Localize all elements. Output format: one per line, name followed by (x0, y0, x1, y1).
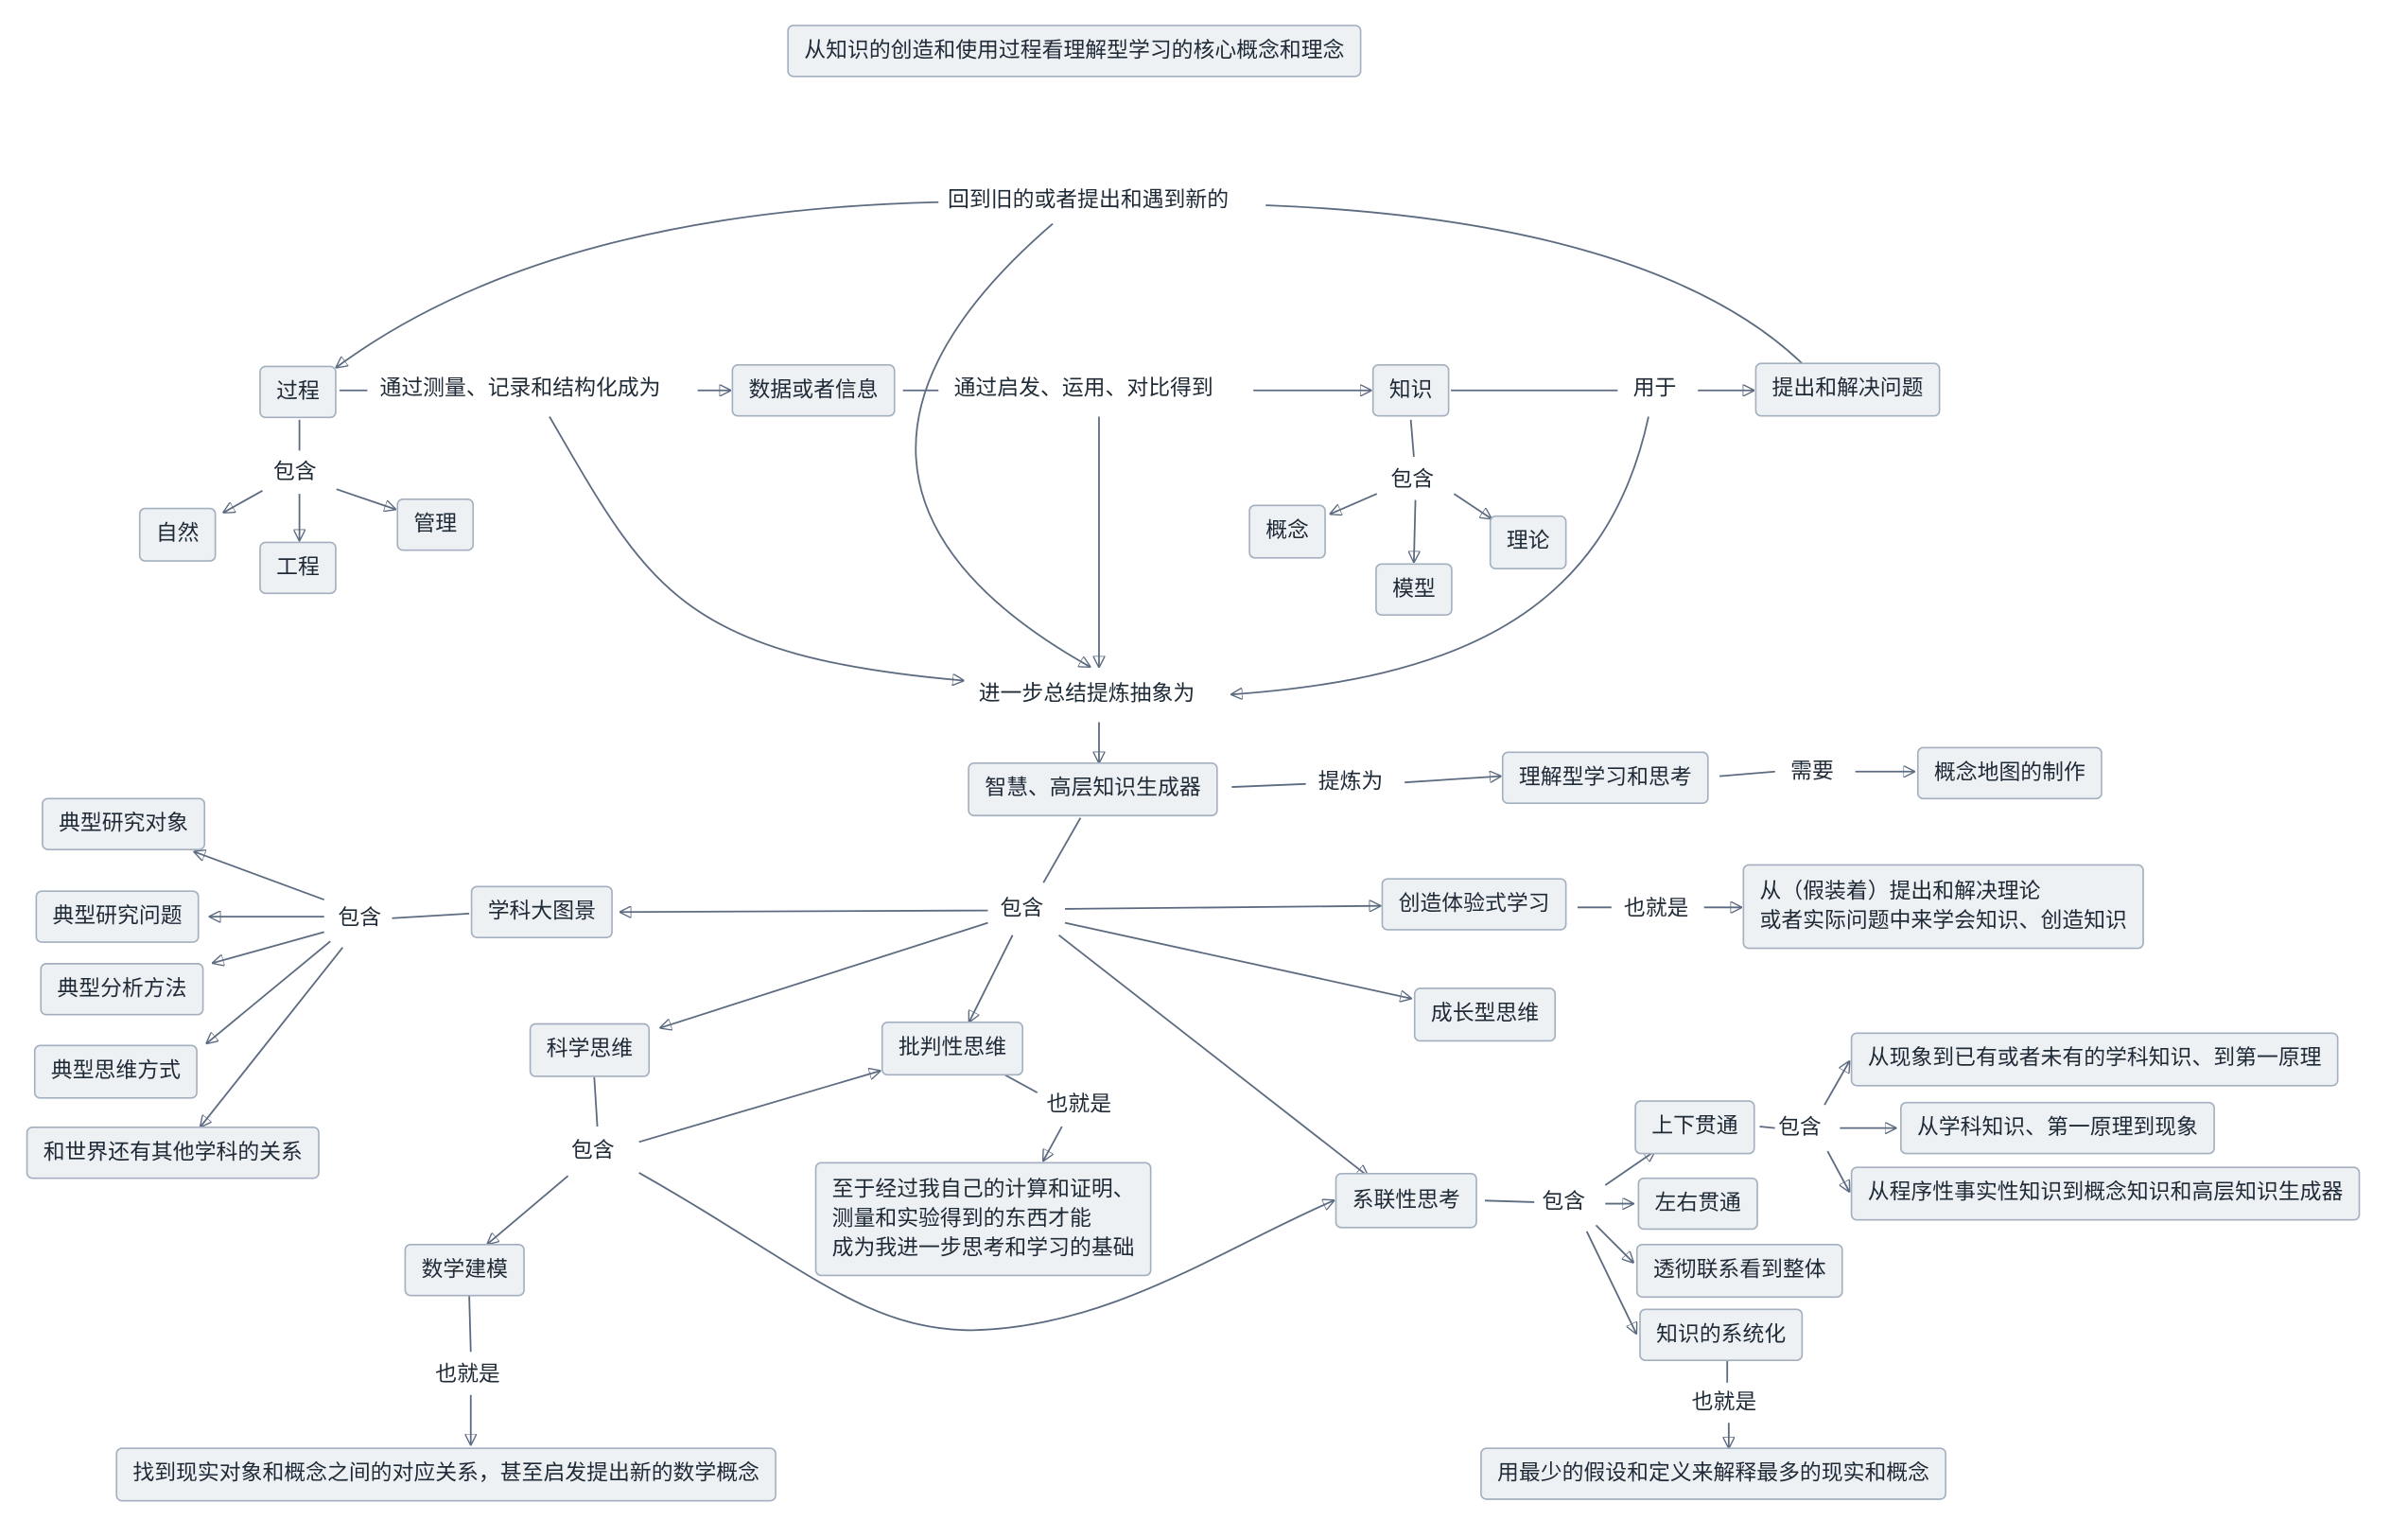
label-jinyibu: 进一步总结提炼抽象为 (975, 680, 1198, 710)
node-shuxue: 数学建模 (404, 1243, 525, 1297)
node-xueke: 学科大图景 (470, 885, 613, 938)
edge-shuxue-to-yejiushi (468, 1296, 472, 1353)
label-huidao: 回到旧的或者提出和遇到新的 (944, 186, 1232, 217)
node-wenti: 典型研究问题 (35, 890, 200, 943)
node-toche: 透彻联系看到整体 (1635, 1243, 1843, 1299)
label-baohan-zhishi: 包含 (1387, 465, 1438, 496)
edge-shangxia-to-baohan (1759, 1126, 1775, 1129)
node-siwei: 典型思维方式 (33, 1044, 198, 1099)
edge-baohan-to-chengzhang (1064, 921, 1411, 999)
node-zhihui: 智慧、高层知识生成器 (968, 761, 1218, 817)
node-gainian: 概念 (1248, 504, 1326, 559)
node-lilun: 理论 (1489, 515, 1567, 570)
label-yejiushi-xitonghua: 也就是 (1688, 1389, 1760, 1419)
edge-zhihui-to-tilian (1231, 782, 1306, 788)
node-xueke-xianxiang: 从学科知识、第一原理到现象 (1899, 1101, 2215, 1155)
edge-baohan-to-toche (1595, 1224, 1632, 1262)
node-shuju: 数据或者信息 (731, 364, 896, 417)
edge-baohan-to-chuangzao (1065, 906, 1380, 909)
node-zuishao: 用最少的假设和定义来解释最多的现实和概念 (1480, 1447, 1946, 1500)
edge-baohan-to-guanxi (201, 947, 344, 1127)
label-yejiushi-chuangzao: 也就是 (1620, 895, 1692, 925)
label-yejiushi-shuxue: 也就是 (431, 1360, 504, 1390)
node-ziran: 自然 (138, 507, 217, 562)
node-fenxi: 典型分析方法 (40, 963, 204, 1016)
label-qifa: 通过启发、运用、对比得到 (951, 375, 1217, 405)
label-celiang: 通过测量、记录和结构化成为 (376, 375, 664, 405)
label-baohan-kexue: 包含 (567, 1137, 618, 1167)
edge-tichu-to-huidao (1265, 204, 1804, 365)
node-pipan: 批判性思维 (881, 1022, 1024, 1076)
node-zuoyou: 左右贯通 (1637, 1177, 1758, 1231)
node-xitong: 系联性思考 (1335, 1172, 1477, 1229)
node-kexue: 科学思维 (529, 1022, 651, 1077)
diagram-title: 从知识的创造和使用过程看理解型学习的核心概念和理念 (787, 25, 1362, 78)
edge-yongyu-to-jinyibu (1231, 416, 1649, 695)
node-pipan-desc: 至于经过我自己的计算和证明、 测量和实验得到的东西才能 成为我进一步思考和学习的… (814, 1162, 1152, 1277)
edge-baohan-to-lilun (1453, 493, 1491, 518)
node-zhishi: 知识 (1371, 364, 1450, 417)
edge-baohan-to-shangxia (1604, 1151, 1654, 1186)
node-shuxue-desc: 找到现实对象和概念之间的对应关系，甚至启发提出新的数学概念 (115, 1447, 776, 1502)
edge-xitong-to-baohan (1484, 1199, 1535, 1203)
edge-xueke-to-baohan (392, 912, 470, 919)
node-guocheng: 过程 (259, 365, 337, 419)
node-shangxia: 上下贯通 (1634, 1100, 1755, 1155)
edge-baohan-to-pipan (969, 935, 1014, 1022)
label-baohan-shangxia: 包含 (1774, 1113, 1825, 1144)
edge-tilian-to-lijie (1405, 777, 1500, 784)
edge-zhihui-to-baohan (1042, 817, 1082, 883)
edge-baohan-to-ziran (224, 490, 263, 513)
edge-huidao-to-guocheng (337, 201, 939, 368)
edge-kexue-to-baohan (593, 1076, 599, 1127)
node-xianxiang: 从现象到已有或者未有的学科知识、到第一原理 (1850, 1032, 2339, 1087)
edge-pipan-to-yejiushi (1003, 1073, 1038, 1093)
node-ditu: 概念地图的制作 (1916, 746, 2103, 800)
edge-baohan-to-fenxi (213, 931, 324, 963)
node-moxing: 模型 (1375, 563, 1453, 616)
edge-baohan-to-xianxiang (1823, 1061, 1849, 1106)
edge-baohan-to-xitong (1057, 934, 1368, 1177)
node-duixiang: 典型研究对象 (42, 797, 206, 850)
edge-baohan-to-chengxu (1826, 1150, 1849, 1191)
node-chengzhang: 成长型思维 (1413, 987, 1557, 1042)
label-tilian: 提炼为 (1315, 768, 1387, 798)
edge-huidao-to-jinyibu (915, 222, 1090, 667)
edge-baohan-to-gainian (1331, 493, 1378, 514)
label-yejiushi-pipan: 也就是 (1043, 1091, 1115, 1121)
edge-baohan-to-moxing (1414, 499, 1416, 562)
edge-lijie-to-xuyao (1719, 770, 1775, 777)
label-yongyu: 用于 (1630, 375, 1680, 405)
node-tichu: 提出和解决问题 (1754, 362, 1941, 417)
node-guanli: 管理 (396, 498, 475, 551)
edge-baohan-to-xitonghua (1585, 1231, 1636, 1334)
edge-baohan-to-guanli (336, 488, 395, 509)
edge-baohan-to-xueke (620, 911, 988, 913)
edge-baohan-to-shuxue (488, 1175, 569, 1244)
node-chuangzao-desc: 从（假装着）提出和解决理论 或者实际问题中来学会知识、创造知识 (1742, 864, 2144, 950)
node-chuangzao: 创造体验式学习 (1381, 878, 1567, 931)
node-gongcheng: 工程 (259, 541, 337, 595)
edge-celiang-to-jinyibu (549, 416, 963, 681)
node-chengxu: 从程序性事实性知识到概念知识和高层知识生成器 (1850, 1166, 2361, 1221)
node-xitonghua: 知识的系统化 (1639, 1308, 1804, 1361)
edge-baohan-to-xitong2 (638, 1172, 1334, 1332)
label-baohan-xitong: 包含 (1539, 1188, 1589, 1218)
edge-baohan-to-kexue (660, 921, 988, 1028)
label-baohan-xueke: 包含 (335, 904, 385, 935)
label-xuyao: 需要 (1787, 758, 1838, 788)
label-baohan-main: 包含 (997, 895, 1047, 925)
edge-yejiushi-to-pipan-desc (1043, 1126, 1063, 1161)
edge-zhishi-to-baohan (1409, 419, 1415, 457)
edge-baohan-to-siwei (207, 940, 331, 1043)
label-baohan-guocheng: 包含 (270, 458, 320, 488)
edge-baohan-to-pipan2 (638, 1071, 881, 1144)
node-lijie: 理解型学习和思考 (1501, 751, 1709, 805)
node-guanxi: 和世界还有其他学科的关系 (26, 1126, 320, 1179)
edge-baohan-to-duixiang (195, 852, 325, 901)
